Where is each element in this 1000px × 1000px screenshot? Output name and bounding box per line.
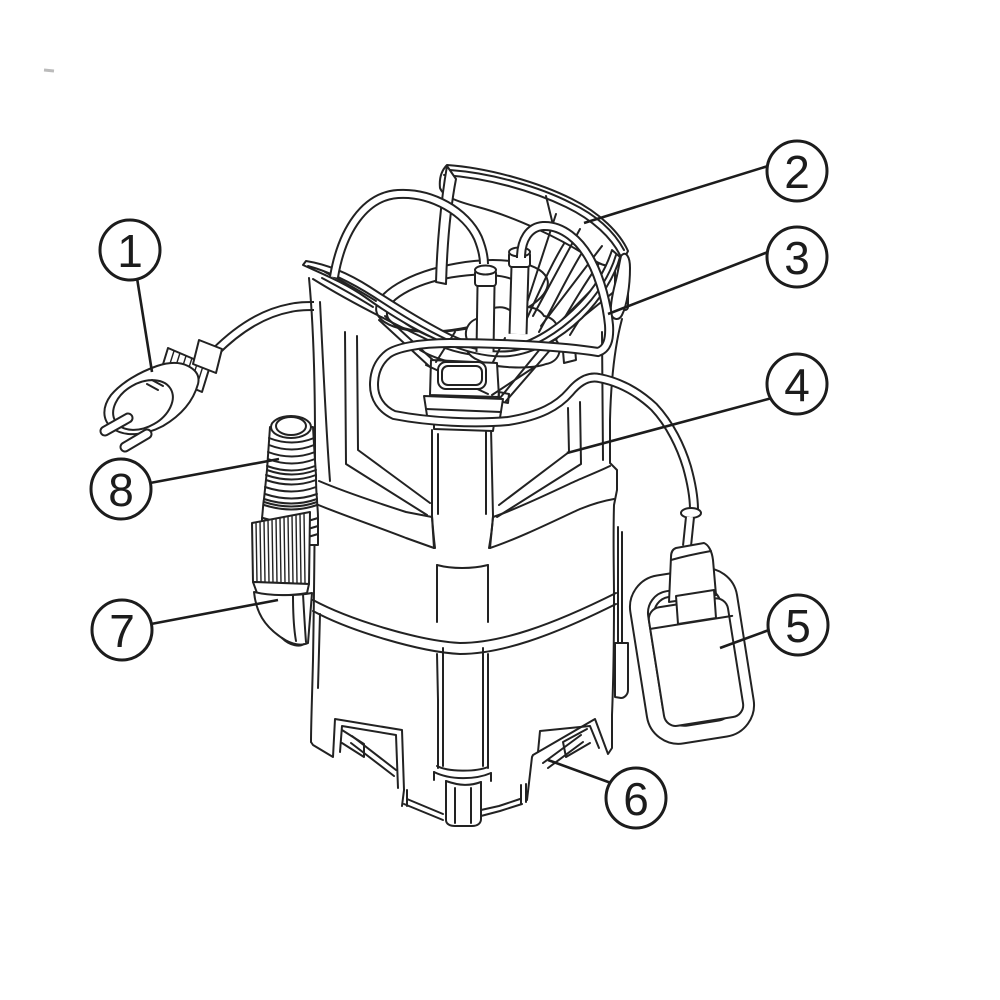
svg-text:6: 6	[623, 773, 649, 825]
svg-text:7: 7	[109, 605, 135, 657]
svg-text:4: 4	[784, 359, 810, 411]
svg-text:3: 3	[784, 232, 810, 284]
svg-text:8: 8	[108, 464, 134, 516]
svg-text:5: 5	[785, 600, 811, 652]
svg-text:1: 1	[117, 225, 143, 277]
svg-text:2: 2	[784, 146, 810, 198]
